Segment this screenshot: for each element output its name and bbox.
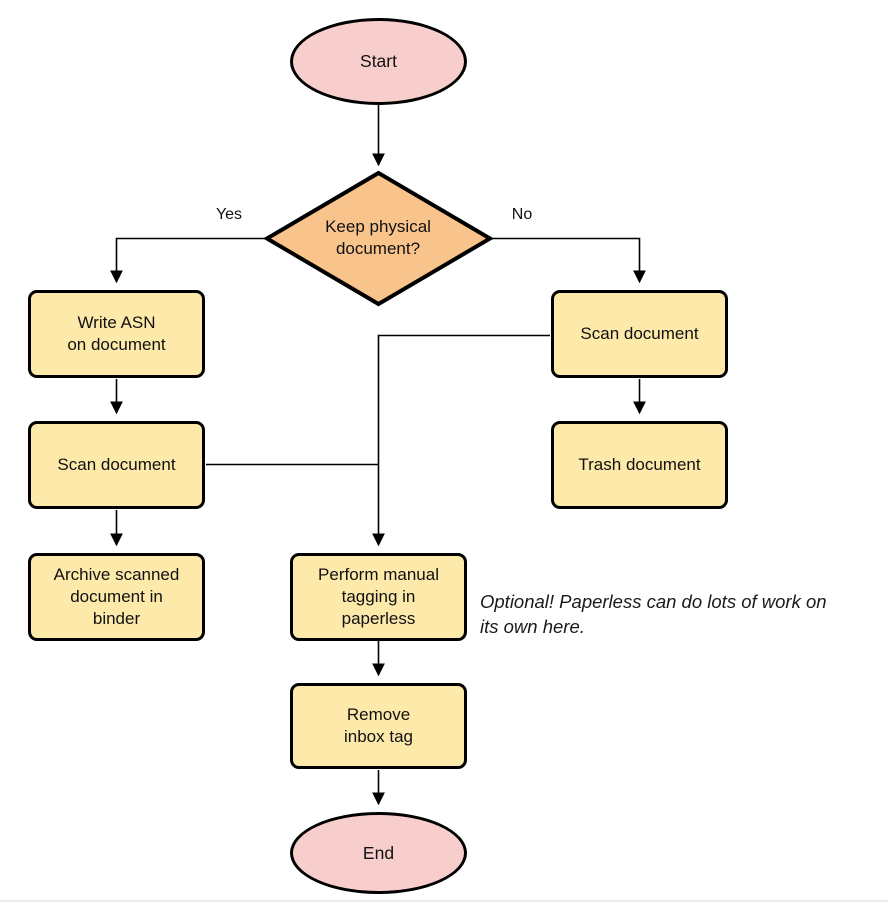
- node-end-label: End: [362, 842, 395, 863]
- edge-label-no: No: [511, 206, 533, 223]
- edge-label-yes: Yes: [215, 206, 243, 223]
- edge-scan-right-to-manual-tagging: [372, 334, 550, 547]
- node-manual-tagging: Perform manual tagging in paperless: [290, 553, 467, 641]
- node-write-asn-label: Write ASN on document: [67, 313, 166, 354]
- node-start-label: Start: [360, 51, 397, 72]
- node-scan-document-right-label: Scan document: [580, 324, 699, 344]
- node-write-asn: Write ASN on document: [28, 290, 205, 378]
- node-archive-in-binder: Archive scanned document in binder: [28, 553, 205, 641]
- decision-diamond-shape: [263, 170, 494, 307]
- node-start: Start: [290, 18, 467, 105]
- node-remove-inbox-tag-label: Remove inbox tag: [344, 705, 413, 746]
- node-trash-document-label: Trash document: [578, 455, 701, 475]
- node-end: End: [290, 812, 467, 894]
- edge-decision-no-to-scan-right: [491, 237, 646, 284]
- annotation-optional-note: Optional! Paperless can do lots of work …: [480, 591, 827, 637]
- page-bottom-border: [0, 900, 888, 902]
- node-scan-document-left: Scan document: [28, 421, 205, 509]
- node-decision: Keep physical document?: [276, 200, 480, 276]
- node-archive-in-binder-label: Archive scanned document in binder: [53, 565, 180, 628]
- node-scan-document-left-label: Scan document: [57, 455, 176, 475]
- node-trash-document: Trash document: [551, 421, 728, 509]
- node-scan-document-right: Scan document: [551, 290, 728, 378]
- edge-decision-yes-to-write-asn: [110, 237, 266, 284]
- node-manual-tagging-label: Perform manual tagging in paperless: [318, 565, 439, 628]
- node-remove-inbox-tag: Remove inbox tag: [290, 683, 467, 769]
- node-decision-label: Keep physical document?: [325, 216, 431, 258]
